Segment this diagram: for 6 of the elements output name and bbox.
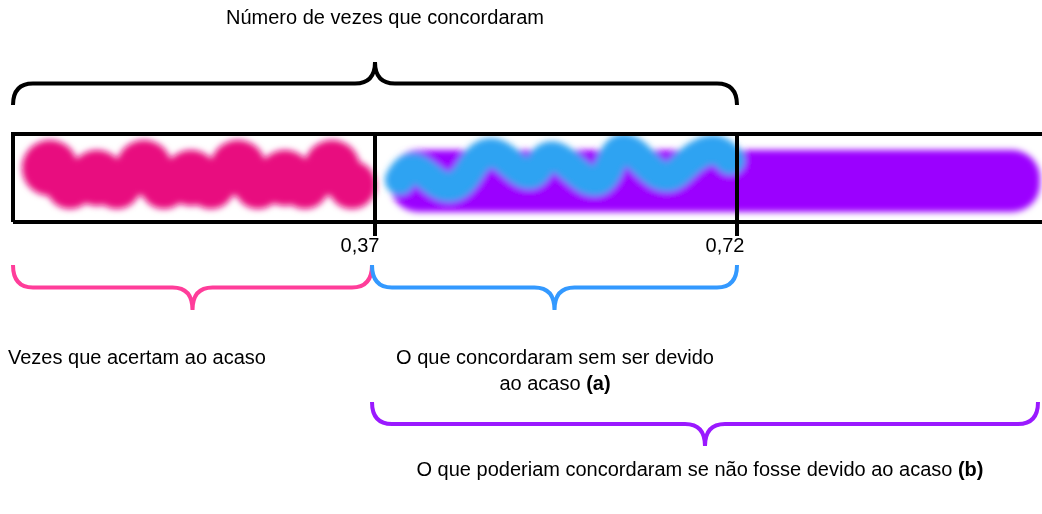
tick-label: 0,72 xyxy=(704,233,746,258)
brace-label: O que concordaram sem ser devido ao acaso (a) xyxy=(395,345,715,396)
brace-label: O que poderiam concordaram se não fosse devido ao acaso (b) xyxy=(415,457,985,482)
brace-label: Vezes que acertam ao acaso xyxy=(8,345,267,370)
brace-label: Número de vezes que concordaram xyxy=(225,5,545,30)
tick-label: 0,37 xyxy=(339,233,381,258)
